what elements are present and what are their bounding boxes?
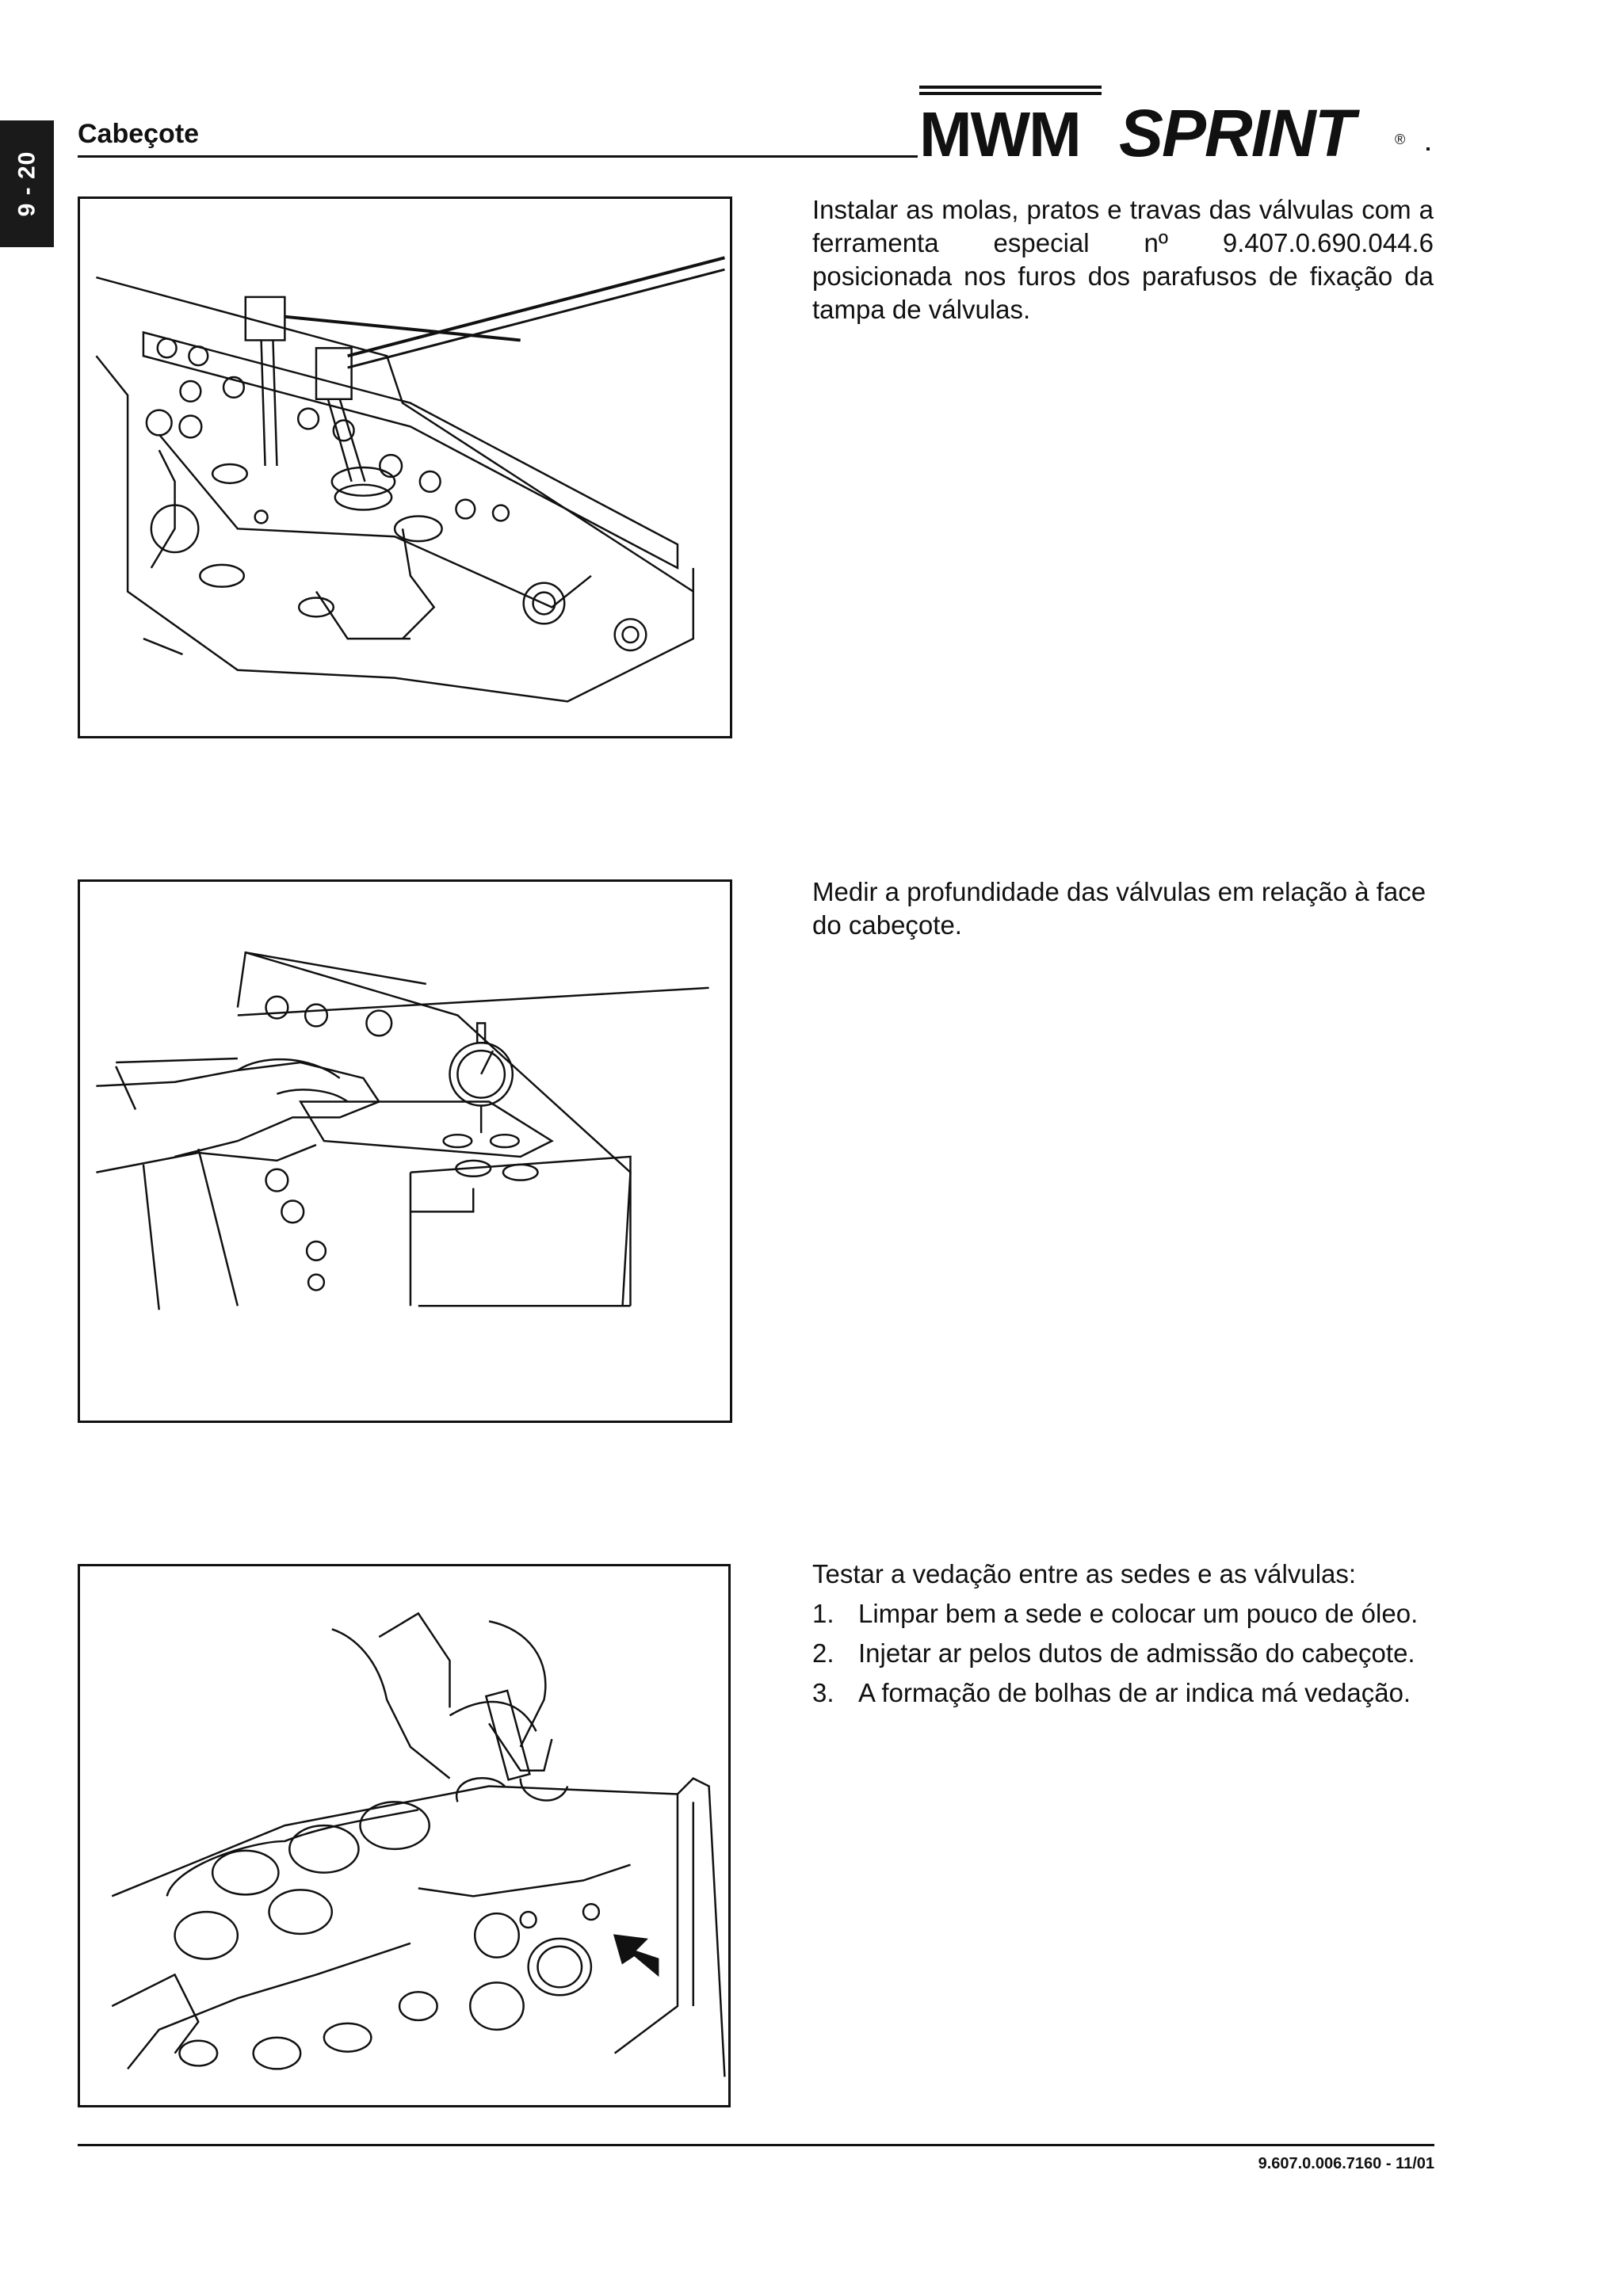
- list-item-text: A formação de bolhas de ar indica má ved…: [858, 1678, 1411, 1707]
- instruction-2: Medir a profundidade das válvulas em rel…: [812, 875, 1434, 942]
- logo-mwm: MWM: [919, 99, 1082, 170]
- figure-dial-indicator: [78, 879, 732, 1423]
- page-number-tab: 9 - 20: [0, 120, 54, 247]
- instruction-1-text: Instalar as molas, pratos e travas das v…: [812, 195, 1434, 324]
- instruction-3-list: 1. Limpar bem a sede e colocar um pouco …: [812, 1597, 1434, 1710]
- list-item-number: 3.: [812, 1678, 834, 1707]
- registered-mark: ®: [1395, 132, 1406, 147]
- header-rule: [78, 155, 918, 158]
- footer-rule: [78, 2144, 1434, 2146]
- instruction-1: Instalar as molas, pratos e travas das v…: [812, 193, 1434, 326]
- section-title: Cabeçote: [78, 119, 200, 149]
- list-item-number: 1.: [812, 1599, 834, 1628]
- logo-sprint: SPRINT: [1119, 96, 1355, 170]
- instruction-3: Testar a vedação entre as sedes e as vál…: [812, 1558, 1434, 1716]
- logo-dot: [1426, 147, 1430, 151]
- figure-valve-seal-test: [78, 1564, 731, 2107]
- document-code: 9.607.0.006.7160 - 11/01: [1258, 2155, 1434, 2172]
- logo-bars: [919, 86, 1102, 98]
- list-item-number: 2.: [812, 1638, 834, 1668]
- figure-valve-spring-tool: [78, 196, 732, 738]
- page-number: 9 - 20: [13, 151, 40, 217]
- list-item: 2. Injetar ar pelos dutos de admissão do…: [812, 1637, 1434, 1670]
- list-item-text: Limpar bem a sede e colocar um pouco de …: [858, 1599, 1419, 1628]
- list-item: 1. Limpar bem a sede e colocar um pouco …: [812, 1597, 1434, 1630]
- list-item-text: Injetar ar pelos dutos de admissão do ca…: [858, 1638, 1415, 1668]
- instruction-3-intro: Testar a vedação entre as sedes e as vál…: [812, 1559, 1357, 1589]
- brand-logo: MWM SPRINT ®: [919, 86, 1434, 166]
- list-item: 3. A formação de bolhas de ar indica má …: [812, 1676, 1434, 1710]
- instruction-2-text: Medir a profundidade das válvulas em rel…: [812, 877, 1426, 940]
